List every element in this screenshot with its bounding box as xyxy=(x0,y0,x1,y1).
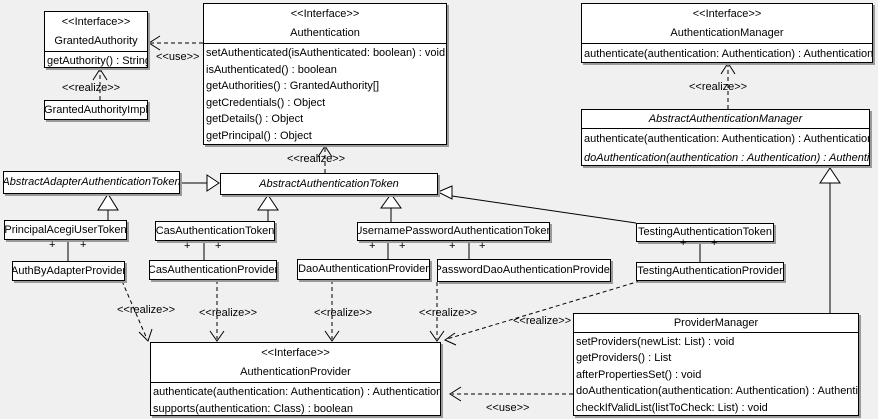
plus-label: + xyxy=(215,240,222,252)
cls-granted-authority[interactable]: <<Interface>> GrantedAuthority getAuthor… xyxy=(44,11,148,68)
use-label: <<use>> xyxy=(156,51,200,63)
cls-testing-authentication-token[interactable]: TestingAuthenticationToken xyxy=(636,223,774,242)
cls-cas-authentication-token[interactable]: CasAuthenticationToken xyxy=(155,221,275,241)
class-name: AuthByAdapterProvider xyxy=(12,264,125,277)
class-name: PasswordDaoAuthenticationProvider xyxy=(437,264,611,276)
method: authenticate(authentication: Authenticat… xyxy=(584,133,870,145)
generalization-arrowheads xyxy=(97,167,841,211)
method: getDetails() : Object xyxy=(206,113,304,126)
realize-label: <<realize>> xyxy=(62,82,121,94)
cls-abstract-adapter-authentication-token[interactable]: AbstractAdapterAuthenticationToken xyxy=(3,171,180,194)
class-name: Authentication xyxy=(290,27,360,39)
method: getCredentials() : Object xyxy=(206,96,326,109)
method: getAuthorities() : GrantedAuthority[] xyxy=(206,80,380,93)
cls-authentication[interactable]: <<Interface>> Authentication setAuthenti… xyxy=(203,3,447,145)
class-name: UsernamePasswordAuthenticationToken xyxy=(357,225,550,237)
realize-label: <<realize>> xyxy=(199,307,258,319)
plus-label: + xyxy=(711,237,718,249)
method: getProviders() : List xyxy=(576,352,672,365)
cls-password-dao-authentication-provider[interactable]: PasswordDaoAuthenticationProvider xyxy=(437,259,611,282)
use-label: <<use>> xyxy=(486,402,530,414)
cls-granted-authority-impl[interactable]: GrantedAuthorityImpl xyxy=(44,100,148,120)
plus-label: + xyxy=(184,240,191,252)
stereotype: <<Interface>> xyxy=(290,8,360,20)
class-name: AuthenticationManager xyxy=(670,27,784,39)
class-name: CasAuthenticationToken xyxy=(155,224,275,237)
method: afterPropertiesSet() : void xyxy=(576,368,702,381)
method: doAuthentication(authentication: Authent… xyxy=(576,385,859,398)
class-name: ProviderManager xyxy=(673,317,759,329)
class-name: GrantedAuthority xyxy=(54,35,138,47)
realize-label: <<realize>> xyxy=(419,307,478,319)
cls-principal-acegi-user-token[interactable]: PrincipalAcegiUserToken xyxy=(4,220,127,240)
cls-cas-authentication-provider[interactable]: CasAuthenticationProvider xyxy=(149,260,277,280)
method: isAuthenticated() : boolean xyxy=(206,63,337,76)
class-name: DaoAuthenticationProvider xyxy=(298,263,429,275)
realize-label: <<realize>> xyxy=(117,304,176,316)
cls-auth-by-adapter-provider[interactable]: AuthByAdapterProvider xyxy=(12,261,125,281)
cls-abstract-authentication-token[interactable]: AbstractAuthenticationToken xyxy=(220,173,438,195)
cls-dao-authentication-provider[interactable]: DaoAuthenticationProvider xyxy=(297,259,430,280)
stereotype: <<Interface>> xyxy=(261,347,330,359)
cls-abstract-authentication-manager[interactable]: AbstractAuthenticationManager authentica… xyxy=(581,109,870,166)
method: authenticate(authentication: Authenticat… xyxy=(584,48,873,60)
method: getPrincipal() : Object xyxy=(206,129,312,142)
class-name: PrincipalAcegiUserToken xyxy=(4,223,127,236)
plus-label: + xyxy=(399,240,406,252)
plus-label: + xyxy=(369,240,376,252)
plus-label: + xyxy=(449,240,456,252)
realize-label: <<realize>> xyxy=(689,81,748,93)
stereotype: <<Interface>> xyxy=(692,8,762,20)
method: authenticate(authentication: Authenticat… xyxy=(153,386,441,398)
cls-authentication-provider[interactable]: <<Interface>> AuthenticationProvider aut… xyxy=(150,342,441,416)
cls-authentication-manager[interactable]: <<Interface>> AuthenticationManager auth… xyxy=(581,3,873,63)
class-name: TestingAuthenticationToken xyxy=(638,226,772,238)
realize-label: <<realize>> xyxy=(287,153,346,165)
stereotype: <<Interface>> xyxy=(61,16,131,28)
method: setAuthenticated(isAuthenticated: boolea… xyxy=(206,47,446,59)
class-name: AbstractAuthenticationManager xyxy=(648,113,803,125)
class-name: AbstractAdapterAuthenticationToken xyxy=(3,176,180,188)
plus-label: + xyxy=(80,239,87,251)
cls-testing-authentication-provider[interactable]: TestingAuthenticationProvider xyxy=(636,262,784,281)
realize-label: <<realize>> xyxy=(513,315,572,327)
open-arrowheads xyxy=(92,35,736,402)
realize-label: <<realize>> xyxy=(314,307,373,319)
plus-label: + xyxy=(680,237,687,249)
class-name: AuthenticationProvider xyxy=(240,366,351,378)
class-name: CasAuthenticationProvider xyxy=(149,263,277,276)
class-name: AbstractAuthenticationToken xyxy=(259,177,399,190)
method: setProviders(newList: List) : void xyxy=(576,336,735,348)
class-name: TestingAuthenticationProvider xyxy=(637,265,783,277)
cls-username-password-authentication-token[interactable]: UsernamePasswordAuthenticationToken xyxy=(357,222,550,241)
method: getAuthority() : String xyxy=(47,55,148,67)
class-name: GrantedAuthorityImpl xyxy=(44,103,148,116)
generalization-edges xyxy=(67,182,831,313)
method: doAuthentication(authentication : Authen… xyxy=(584,151,870,164)
dashed-edges xyxy=(99,42,729,395)
method: checkIfValidList(listToCheck: List) : vo… xyxy=(576,401,768,414)
cls-provider-manager[interactable]: ProviderManager setProviders(newList: Li… xyxy=(573,313,859,416)
method: supports(authentication: Class) : boolea… xyxy=(153,403,353,415)
plus-label: + xyxy=(479,240,486,252)
plus-label: + xyxy=(49,239,56,251)
